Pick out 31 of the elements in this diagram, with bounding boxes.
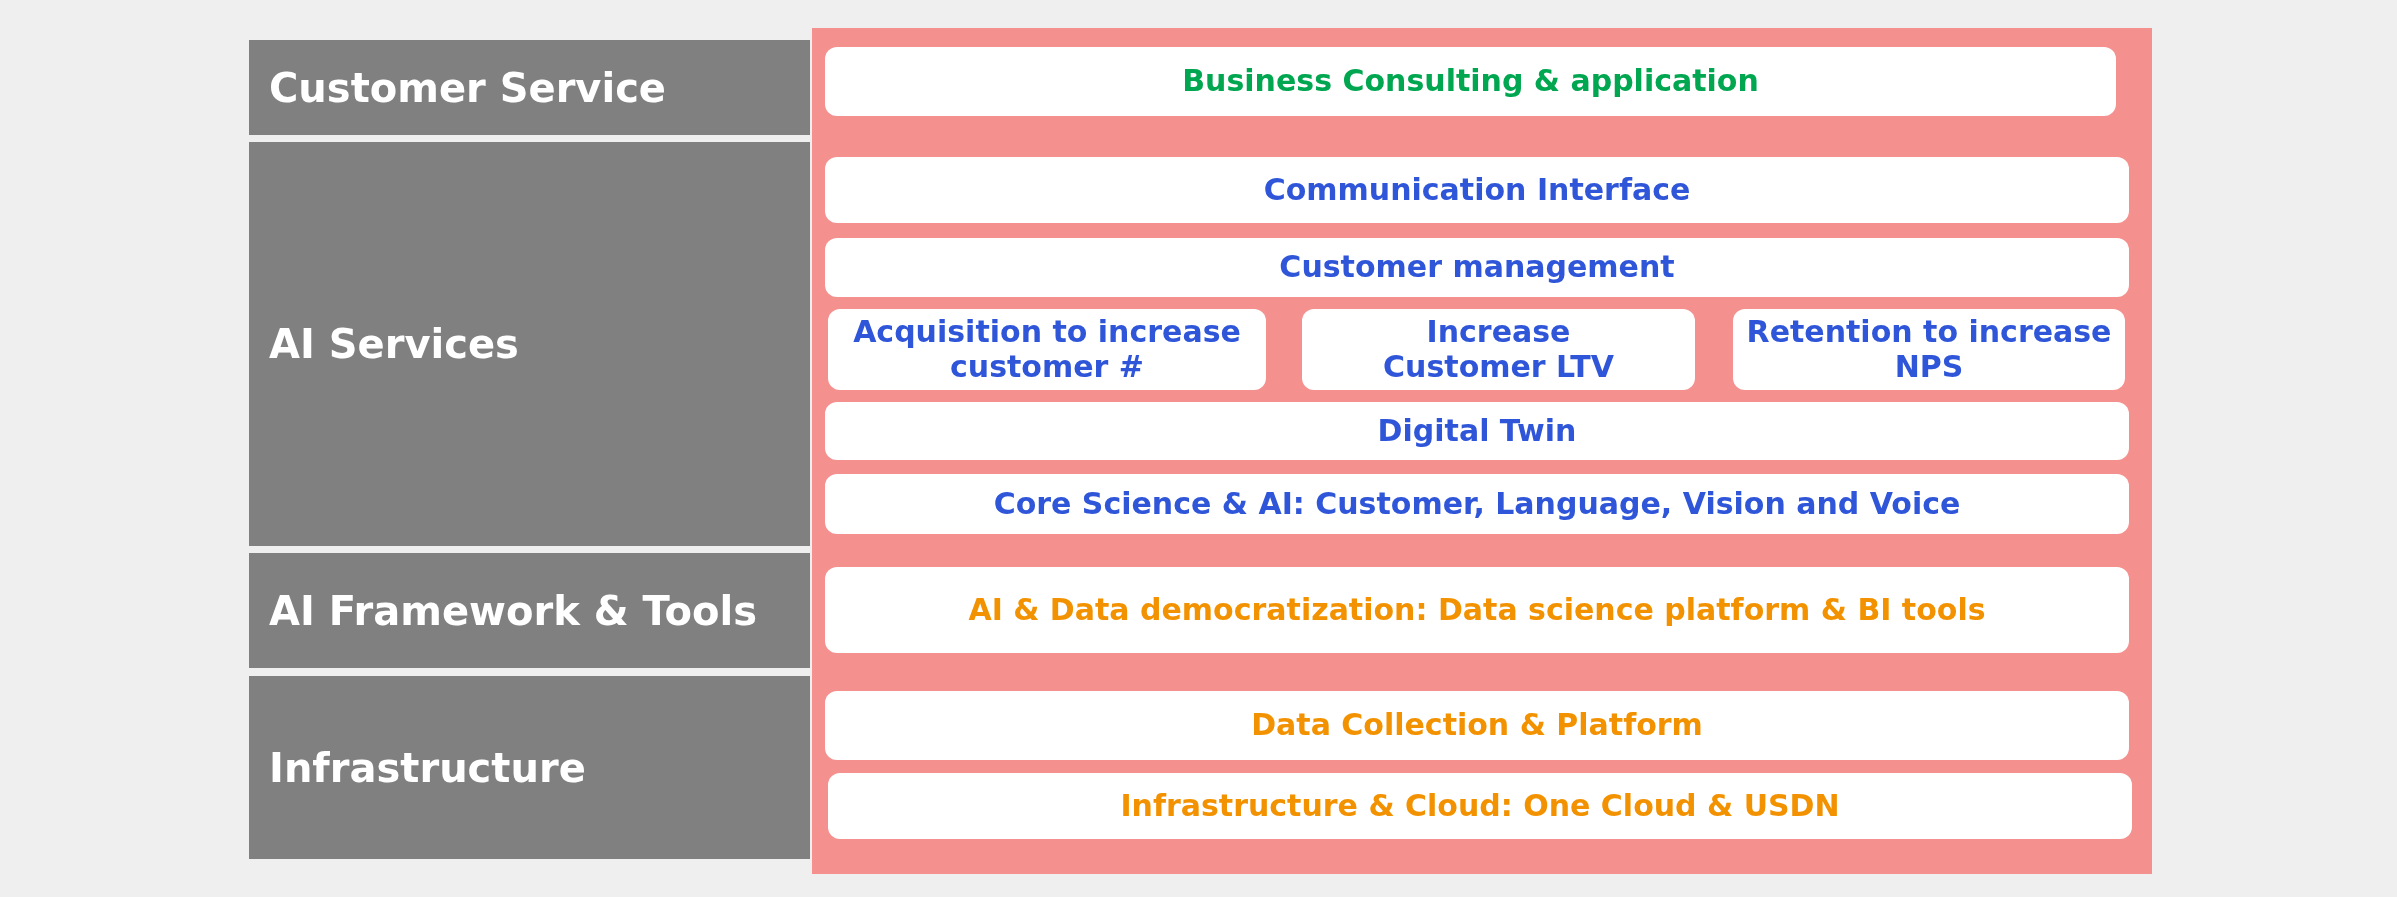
layer-band bbox=[249, 676, 810, 859]
service-label: Retention to increase NPS bbox=[1745, 315, 2113, 384]
service-label: Communication Interface bbox=[1263, 172, 1691, 208]
service-label: AI & Data democratization: Data science platform & BI tools bbox=[968, 592, 1986, 628]
layer-band bbox=[249, 553, 810, 668]
service-box bbox=[828, 309, 1266, 390]
layer-label: Infrastructure bbox=[269, 744, 586, 791]
service-box bbox=[825, 47, 2116, 116]
service-label: Data Collection & Platform bbox=[1251, 708, 1703, 743]
service-box bbox=[825, 691, 2129, 760]
layer-label: Customer Service bbox=[269, 64, 666, 111]
layer-label: AI Framework & Tools bbox=[269, 587, 757, 634]
service-label: Increase Customer LTV bbox=[1382, 315, 1615, 384]
layer-panel bbox=[812, 28, 2152, 874]
service-label: Customer management bbox=[1279, 250, 1675, 285]
layer-band bbox=[249, 40, 810, 135]
service-label: Acquisition to increase customer # bbox=[852, 315, 1242, 384]
service-box bbox=[1733, 309, 2125, 390]
service-box bbox=[825, 238, 2129, 297]
service-box bbox=[1302, 309, 1695, 390]
service-box bbox=[828, 773, 2132, 839]
service-label: Infrastructure & Cloud: One Cloud & USDN bbox=[1120, 788, 1840, 824]
layer-band bbox=[249, 142, 810, 546]
service-label: Business Consulting & application bbox=[1182, 64, 1759, 99]
service-label: Digital Twin bbox=[1377, 413, 1577, 449]
service-box bbox=[825, 157, 2129, 223]
layer-label: AI Services bbox=[269, 321, 519, 367]
service-box bbox=[825, 402, 2129, 460]
service-label: Core Science & AI: Customer, Language, Vision and Voice bbox=[993, 486, 1961, 522]
service-box bbox=[825, 567, 2129, 653]
service-box bbox=[825, 474, 2129, 534]
